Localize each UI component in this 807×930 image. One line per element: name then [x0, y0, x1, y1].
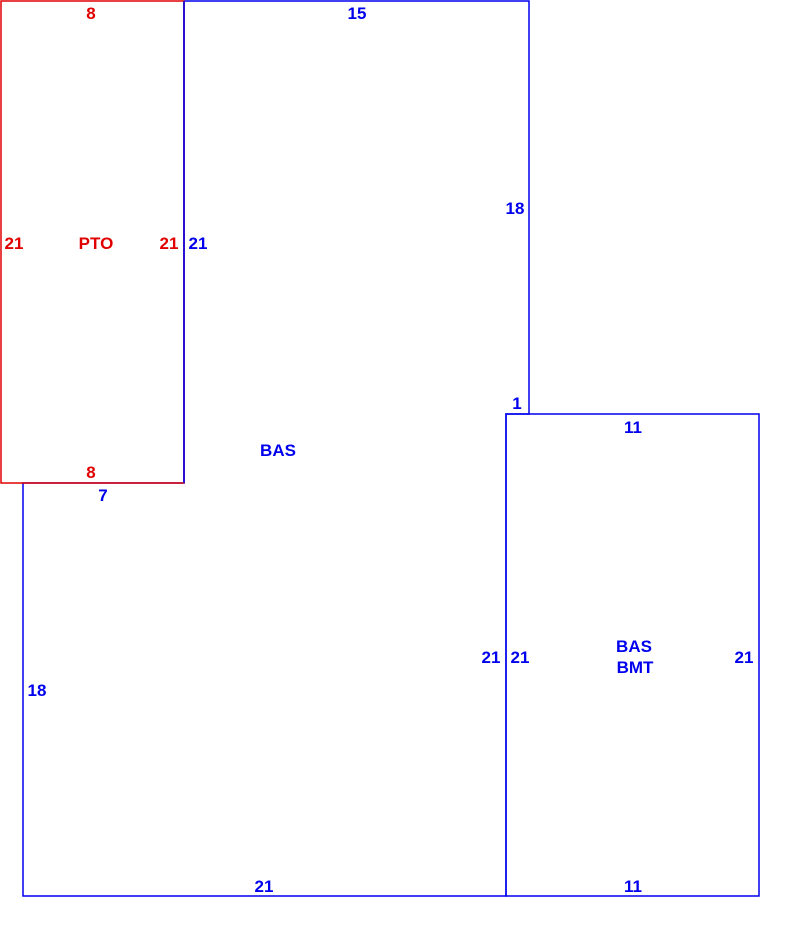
pto-top-dimension: 8 — [86, 4, 95, 23]
bmt-outline — [505, 413, 760, 897]
bas-left-dimension: 18 — [28, 681, 47, 700]
bas-right-lower-dimension: 21 — [482, 648, 501, 667]
bas-notch-top-dimension: 7 — [98, 486, 107, 505]
bas-notch-side-dimension: 21 — [189, 234, 208, 253]
bmt-right-dimension: 21 — [735, 648, 754, 667]
pto-bottom-dimension: 8 — [86, 463, 95, 482]
bmt-left-dimension: 21 — [511, 648, 530, 667]
bas-top-dimension: 15 — [348, 4, 367, 23]
bas-bottom-dimension: 21 — [255, 877, 274, 896]
pto-right-dimension: 21 — [160, 234, 179, 253]
bmt-area-label-line1: BAS — [616, 637, 652, 656]
pto-area-label: PTO — [79, 234, 114, 253]
bmt-top-dimension: 11 — [624, 418, 642, 437]
pto-left-dimension: 21 — [5, 234, 24, 253]
bas-area-label: BAS — [260, 441, 296, 460]
bas-step-dimension: 1 — [512, 394, 521, 413]
bmt-bottom-dimension: 11 — [624, 877, 642, 896]
bas-right-upper-dimension: 18 — [506, 199, 525, 218]
bmt-area-label-line2: BMT — [617, 658, 654, 677]
